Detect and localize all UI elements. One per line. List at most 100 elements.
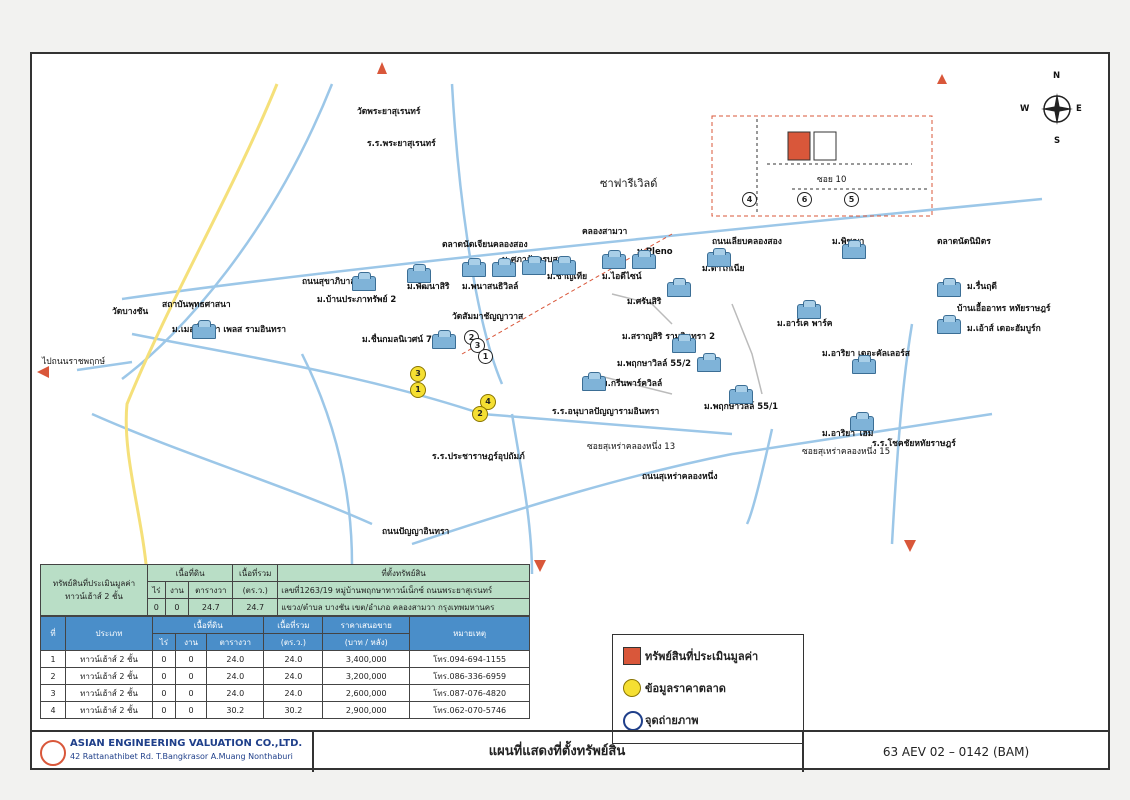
village-icon	[552, 256, 576, 275]
market-pin-2: 2	[472, 406, 488, 422]
inset-box	[711, 115, 933, 217]
summary-asset-cell: ทรัพย์สินที่ประเมินมูลค่า ทาวน์เฮ้าส์ 2 …	[40, 564, 148, 616]
village-icon	[842, 240, 866, 259]
cell-no: 1	[40, 650, 66, 668]
summary-wa: 24.7	[188, 598, 234, 616]
label-arisa: ม.อาริยา เดอะคัลเลอร์ส	[822, 349, 910, 359]
label-ekkamon: ม.ไอดีไซน์	[602, 272, 642, 282]
label-phruksa55: ม.พฤกษาวิลล์ 55/1	[704, 402, 779, 412]
label-school-phraya: ร.ร.พระยาสุเรนทร์	[367, 139, 436, 149]
village-icon	[462, 258, 486, 277]
label-market-right: ตลาดนัดนิมิตร	[937, 237, 991, 247]
map-legend: ทรัพย์สินที่ประเมินมูลค่า ข้อมูลราคาตลาด…	[612, 634, 804, 744]
photo-point-1: 1	[478, 349, 493, 364]
label-to-left: ไปถนนราชพฤกษ์	[42, 357, 106, 367]
map-title: แผนที่แสดงที่ตั้งทรัพย์สิน	[312, 732, 804, 772]
summary-h-loc: ที่ตั้งทรัพย์สิน	[277, 564, 530, 582]
label-khun: ม.ตาโกเนีย	[702, 264, 745, 274]
company-block: ASIAN ENGINEERING VALUATION CO.,LTD. 42 …	[32, 732, 314, 772]
label-sathan: สถาบันพุทธศาสนา	[162, 300, 231, 310]
label-srinakarin: ม.ศรันสิริ	[627, 297, 662, 307]
cell-rai: 0	[152, 650, 176, 668]
cell-rai: 0	[152, 667, 176, 685]
cell-area: 24.0	[263, 667, 324, 685]
village-icon	[352, 272, 376, 291]
label-wat-bang: วัดบางชัน	[112, 307, 149, 317]
cell-wa: 24.0	[206, 667, 265, 685]
market-pin-4: 4	[480, 394, 496, 410]
market-pin-1: 1	[410, 382, 426, 398]
summary-h-unit: (ตร.ว.)	[232, 581, 279, 599]
village-icon	[850, 412, 874, 431]
label-liap-road: ถนนเลียบคลองสอง	[712, 237, 782, 247]
cell-type: ทาวน์เฮ้าส์ 2 ชั้น	[65, 701, 153, 719]
summary-ngan: 0	[164, 598, 190, 616]
summary-h-asset: ทรัพย์สินที่ประเมินมูลค่า	[52, 579, 136, 588]
comparison-table: ที่ ประเภท เนื้อที่ดิน เนื้อที่รวม ราคาเ…	[40, 616, 530, 719]
compare-h-area: เนื้อที่รวม	[263, 616, 324, 634]
cell-rai: 0	[152, 701, 176, 719]
cell-ngan: 0	[174, 667, 208, 685]
label-phruksa: ม.พฤกษาวิลล์ 55/2	[617, 359, 692, 369]
compare-h-no: ที่	[40, 616, 66, 651]
summary-area: 24.7	[232, 598, 279, 616]
legend-market-label: ข้อมูลราคาตลาด	[645, 682, 726, 695]
cell-ngan: 0	[174, 701, 208, 719]
label-safari: ซาฟารีเวิลด์	[600, 177, 658, 190]
road-vertical-right	[890, 323, 914, 545]
label-market: ตลาดนัดเจียนคลองสอง	[442, 240, 528, 250]
cell-price: 2,900,000	[322, 701, 411, 719]
village-icon	[697, 353, 721, 372]
compass-s: S	[1054, 136, 1061, 146]
label-panya-road: ถนนปัญญาอินทรา	[382, 527, 450, 537]
label-ban-ua: บ้านเอื้ออาทร หทัยราษฎร์	[957, 304, 1051, 314]
label-soi-13: ซอยสุเหร่าคลองหนึ่ง 13	[587, 442, 676, 452]
village-icon	[192, 320, 216, 339]
arrow-top	[377, 62, 387, 74]
company-address: 42 Rattanathibet Rd. T.Bangkrasor A.Muan…	[70, 752, 293, 761]
legend-market-swatch	[623, 679, 641, 697]
cell-no: 4	[40, 701, 66, 719]
road-panya	[91, 412, 373, 526]
label-school-ram: ร.ร.อนุบาลปัญญารามอินทรา	[552, 407, 660, 417]
photo-point-4: 4	[742, 192, 757, 207]
label-pleno: ม.Pleno	[637, 247, 673, 257]
label-ban-pak: ม.บ้านประภาทรัพย์ 2	[317, 295, 397, 305]
photo-point-5: 5	[844, 192, 859, 207]
cell-type: ทาวน์เฮ้าส์ 2 ชั้น	[65, 684, 153, 702]
village-icon	[672, 334, 696, 353]
arrow-top-right	[937, 74, 947, 84]
summary-h-wa: ตารางวา	[188, 581, 234, 599]
label-kanok: ม.เอ้าส์ เดอะฮัมบูร์ก	[967, 324, 1041, 334]
label-kritsada: ม.กรีนพาร์ควิลล์	[602, 379, 663, 389]
table-row: 2 ทาวน์เฮ้าส์ 2 ชั้น 0 0 24.0 24.0 3,200…	[40, 667, 530, 685]
road-vertical-2	[510, 413, 534, 575]
label-wat-sam: วัดสัมมาชัญญาวาส	[452, 312, 524, 322]
label-phatthana: ม.พัฒนาสิริ	[407, 282, 450, 292]
dashed-route	[461, 233, 673, 355]
market-pin-3: 3	[410, 366, 426, 382]
label-ruen: ม.รื่นฤดี	[967, 282, 997, 292]
cell-price: 2,600,000	[322, 684, 411, 702]
cell-type: ทาวน์เฮ้าส์ 2 ชั้น	[65, 667, 153, 685]
cell-note: โทร.062-070-5746	[409, 701, 530, 719]
legend-photo-swatch	[623, 711, 643, 731]
village-icon	[937, 278, 961, 297]
cell-wa: 24.0	[206, 650, 265, 668]
cell-no: 3	[40, 684, 66, 702]
label-arts: ม.อาร์เค พาร์ค	[777, 319, 833, 329]
compare-h-land: เนื้อที่ดิน	[151, 616, 265, 634]
summary-h-ngan: งาน	[164, 581, 190, 599]
label-sarinsiri: ม.สราญสิริ รามอินทรา 2	[622, 332, 715, 342]
summary-h-rai: ไร่	[147, 581, 166, 599]
road-vertical-1	[300, 353, 354, 565]
summary-address-2: แขวง/ตำบล บางชัน เขต/อำเภอ คลองสามวา กรุ…	[277, 598, 530, 616]
label-chuen: ม.ชื่นกมลนิเวศน์ 7	[362, 335, 432, 345]
road-left-link	[76, 360, 133, 372]
village-icon	[492, 258, 516, 277]
report-code: 63 AEV 02 – 0142 (BAM)	[882, 745, 1030, 759]
cell-note: โทร.087-076-4820	[409, 684, 530, 702]
cell-price: 3,400,000	[322, 650, 411, 668]
cell-note: โทร.094-694-1155	[409, 650, 530, 668]
village-icon	[707, 248, 731, 267]
